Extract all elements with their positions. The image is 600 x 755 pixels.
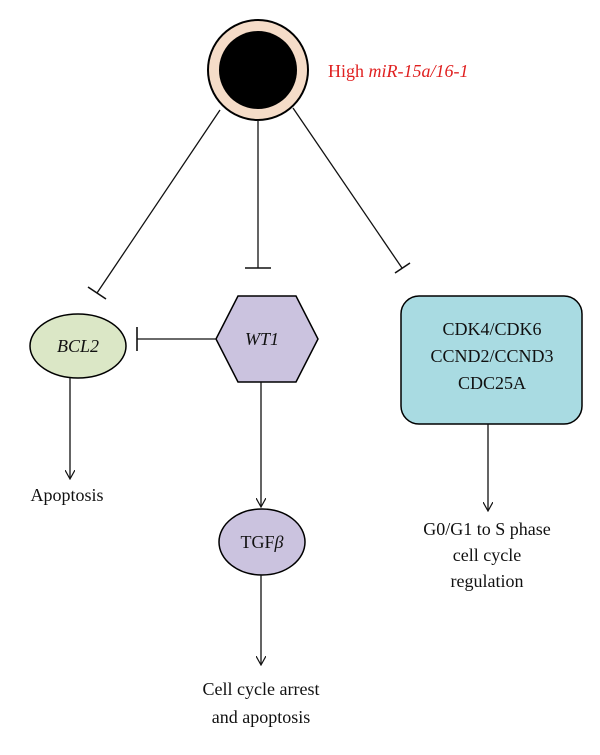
tgfb-label-prefix: TGF bbox=[241, 532, 275, 552]
inhibition-cell-to-bcl2 bbox=[87, 109, 221, 300]
tgfb-node: TGFβ bbox=[218, 508, 306, 576]
bcl2-node: BCL2 bbox=[29, 313, 127, 379]
cdk-cyclin-box: CDK4/CDK6 CCND2/CCND3 CDC25A bbox=[400, 295, 583, 425]
inhibition-wt1-to-bcl2 bbox=[136, 327, 216, 351]
bcl2-label: BCL2 bbox=[57, 336, 99, 356]
cdk-line-2: CCND2/CCND3 bbox=[430, 346, 553, 366]
arrest-outcome-line-1: Cell cycle arrest bbox=[203, 679, 320, 699]
tgfb-label: TGFβ bbox=[241, 532, 284, 552]
arrest-outcome-line-2: and apoptosis bbox=[212, 707, 311, 727]
g0g1-outcome-line-3: regulation bbox=[451, 571, 524, 591]
mirna-cell-icon bbox=[207, 19, 309, 121]
inhibition-cell-to-cdk bbox=[292, 107, 411, 274]
cell-core bbox=[219, 31, 297, 109]
wt1-node: WT1 bbox=[215, 295, 319, 383]
mirna-label-name: miR-15a/16-1 bbox=[369, 61, 469, 81]
apoptosis-outcome: Apoptosis bbox=[30, 485, 103, 505]
mirna-label: High miR-15a/16-1 bbox=[328, 61, 468, 81]
g0g1-outcome-line-2: cell cycle bbox=[453, 545, 521, 565]
wt1-label: WT1 bbox=[245, 329, 279, 349]
cdk-line-3: CDC25A bbox=[458, 373, 526, 393]
g0g1-outcome-line-1: G0/G1 to S phase bbox=[423, 519, 551, 539]
tgfb-label-symbol: β bbox=[274, 532, 284, 552]
inhibition-cell-to-wt1 bbox=[245, 120, 271, 269]
mirna-label-prefix: High bbox=[328, 61, 369, 81]
cdk-line-1: CDK4/CDK6 bbox=[442, 319, 541, 339]
